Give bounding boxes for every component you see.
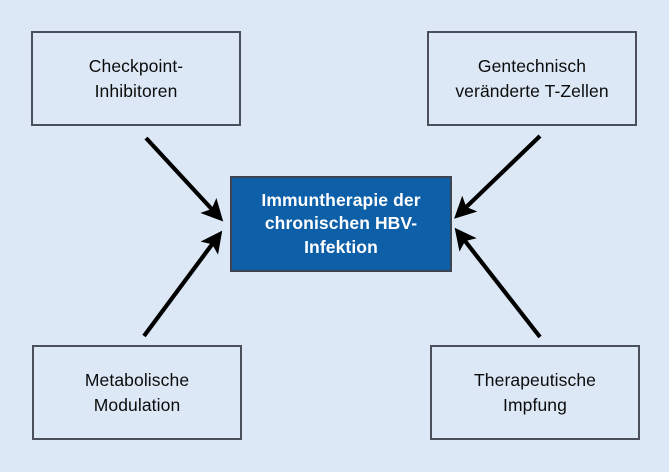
node-metabolisch: Metabolische Modulation <box>32 345 242 440</box>
node-metabolisch-label: Metabolische Modulation <box>84 370 190 415</box>
arrow-therapeutisch-to-center <box>454 227 542 339</box>
node-checkpoint: Checkpoint- Inhibitoren <box>31 31 241 126</box>
arrow-checkpoint-to-center <box>144 136 224 222</box>
node-therapeutisch: Therapeutische Impfung <box>430 345 640 440</box>
node-center-label: Immuntherapie der chronischen HBV- Infek… <box>261 190 421 257</box>
arrow-metabolisch-to-center <box>142 230 223 338</box>
node-center-immuntherapie: Immuntherapie der chronischen HBV- Infek… <box>230 176 452 272</box>
node-checkpoint-label: Checkpoint- Inhibitoren <box>88 56 184 101</box>
node-gentech-label: Gentechnisch veränderte T-Zellen <box>455 56 609 101</box>
arrow-gentech-to-center <box>454 134 542 219</box>
node-gentech: Gentechnisch veränderte T-Zellen <box>427 31 637 126</box>
node-therapeutisch-label: Therapeutische Impfung <box>473 370 597 415</box>
